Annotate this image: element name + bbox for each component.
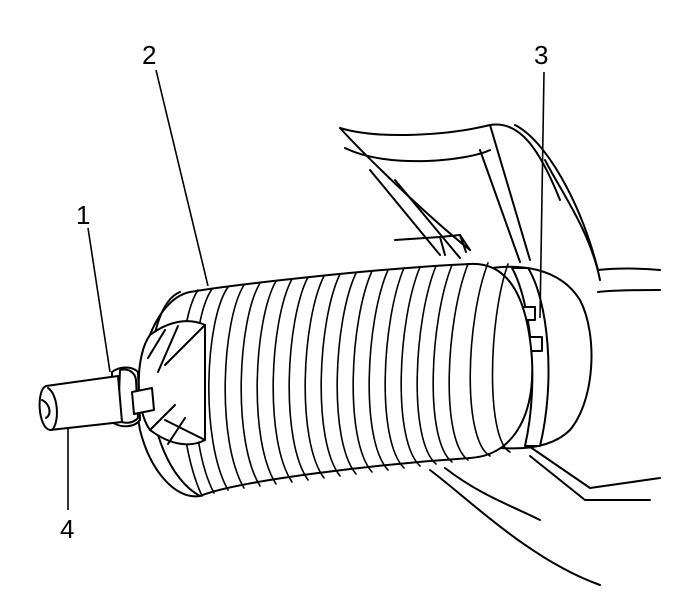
callout-4: 4 bbox=[60, 514, 74, 544]
callout-1: 1 bbox=[76, 200, 90, 230]
boot-small-end bbox=[137, 320, 206, 446]
callout-3: 3 bbox=[534, 40, 548, 70]
inner-tie-rod bbox=[38, 375, 123, 431]
frame-structure bbox=[339, 123, 661, 586]
callout-2: 2 bbox=[142, 40, 156, 70]
leader-lines bbox=[67, 69, 545, 510]
leader-1 bbox=[87, 227, 111, 373]
bellows-boot bbox=[136, 262, 534, 498]
leader-2 bbox=[155, 69, 209, 287]
leader-3 bbox=[539, 71, 545, 319]
